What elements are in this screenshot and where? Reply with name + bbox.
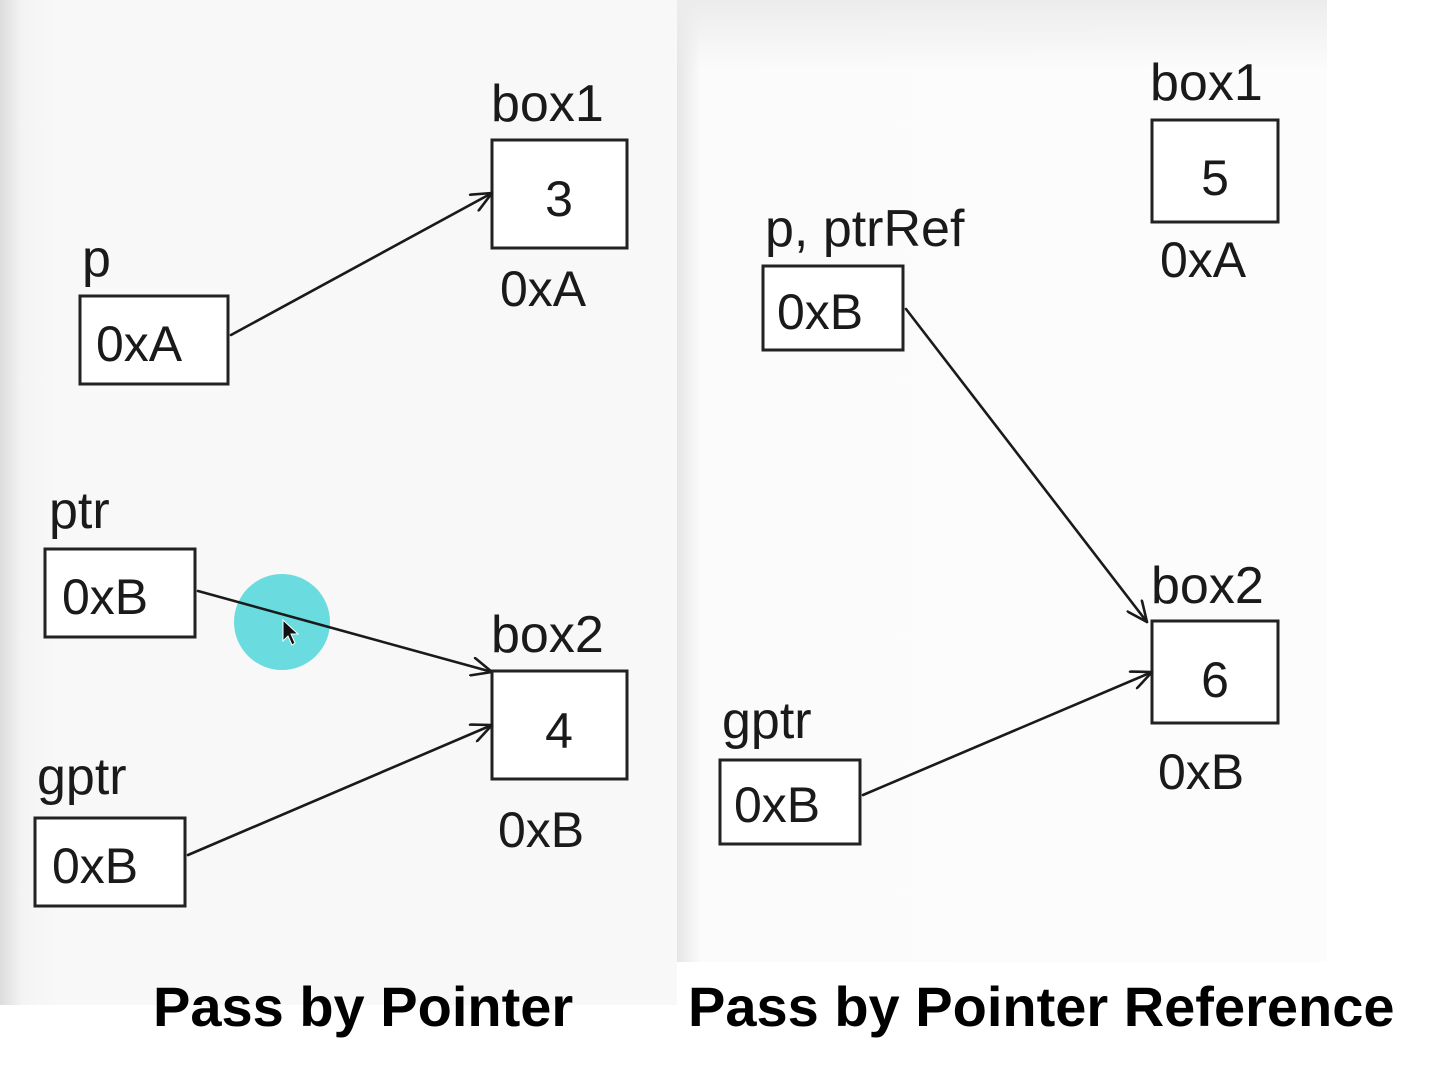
arrow-p-to-box1 (229, 191, 494, 337)
arrow-ptr-to-box2 (196, 589, 494, 672)
pass-by-pointer-panel: box1 3 0xA p 0xA ptr 0xB box2 4 0xB gptr… (0, 0, 677, 1005)
pass-by-pointer-reference-panel: box1 5 0xA p, ptrRef 0xB box2 6 0xB gptr… (677, 0, 1327, 962)
p-box (78, 294, 230, 386)
gptr-box (718, 758, 862, 846)
arrow-gptr-to-box2 (186, 725, 494, 857)
ptr-name-label: ptr (49, 482, 110, 540)
box2-name-label: box2 (491, 606, 604, 664)
pass-by-pointer-caption: Pass by Pointer (153, 975, 574, 1038)
mouse-cursor-icon (282, 618, 300, 646)
gptr-box (33, 816, 187, 908)
box1-address: 0xA (1160, 232, 1247, 288)
box1-address: 0xA (500, 261, 587, 317)
p-value: 0xA (96, 316, 183, 372)
p-name-label: p (82, 230, 111, 288)
gptr-name-label: gptr (37, 748, 127, 806)
box2-box (1150, 619, 1280, 725)
box2-name-label: box2 (1151, 557, 1264, 615)
box1-name-label: box1 (491, 75, 604, 133)
box2-address: 0xB (1158, 744, 1244, 800)
pass-by-pointer-reference-caption: Pass by Pointer Reference (688, 975, 1395, 1038)
box2-value: 4 (545, 703, 573, 759)
box2-box (490, 669, 629, 781)
p-ptrref-value: 0xB (777, 284, 863, 340)
pass-by-pointer-reference-diagram: box1 5 0xA p, ptrRef 0xB box2 6 0xB gptr… (718, 54, 1280, 846)
ptr-value: 0xB (62, 569, 148, 625)
arrow-gptr-to-box2 (861, 672, 1154, 797)
gptr-name-label: gptr (722, 692, 812, 750)
cursor-highlight (234, 574, 330, 670)
pass-by-pointer-diagram: box1 3 0xA p 0xA ptr 0xB box2 4 0xB gptr… (33, 75, 629, 908)
box1-name-label: box1 (1150, 54, 1263, 112)
box1-value: 5 (1201, 150, 1229, 206)
box1-value: 3 (545, 171, 573, 227)
box1-box (1150, 118, 1280, 224)
gptr-value: 0xB (52, 838, 138, 894)
p-ptrref-name-label: p, ptrRef (765, 200, 965, 258)
gptr-value: 0xB (734, 777, 820, 833)
box2-address: 0xB (498, 802, 584, 858)
p-ptrref-box (761, 264, 905, 352)
ptr-box (43, 547, 197, 639)
box2-value: 6 (1201, 652, 1229, 708)
arrow-ptrref-to-box2 (904, 307, 1149, 624)
